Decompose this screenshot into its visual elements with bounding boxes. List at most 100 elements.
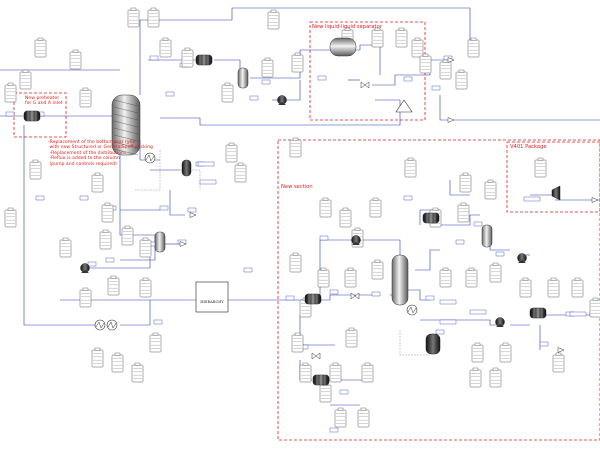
stream-tag-23[interactable] <box>329 289 339 295</box>
cooler-1[interactable] <box>94 319 106 331</box>
pump-2[interactable] <box>277 95 287 106</box>
stream-tag-26[interactable] <box>403 195 413 201</box>
outlet-arrow-6[interactable] <box>591 197 599 203</box>
readout-frame <box>159 39 172 58</box>
valve-2[interactable] <box>350 292 360 300</box>
unit-tag-3[interactable] <box>523 196 541 202</box>
heat-exchanger-6[interactable] <box>529 307 547 319</box>
stream-readout-59 <box>552 352 565 373</box>
vertical-vessel-2[interactable] <box>237 67 249 89</box>
stream-tag-6[interactable] <box>249 95 259 101</box>
unit-tag-4[interactable] <box>439 299 457 305</box>
stream-tag-3[interactable] <box>149 55 159 61</box>
stream-tag-36[interactable] <box>329 427 339 433</box>
stream-27[interactable] <box>415 249 440 271</box>
stream-tag-28[interactable] <box>473 221 483 227</box>
stream-tag-11[interactable] <box>431 85 441 91</box>
stream-tag-1[interactable] <box>5 111 15 117</box>
stream-tag-13[interactable] <box>79 195 89 201</box>
outlet-arrow-3[interactable] <box>189 212 197 218</box>
stream-32[interactable] <box>440 214 480 226</box>
stream-tag-35[interactable] <box>339 389 349 395</box>
outlet-arrow-4[interactable] <box>179 241 187 247</box>
heat-exchanger-5[interactable] <box>422 212 440 224</box>
cooler-2[interactable] <box>106 319 118 331</box>
stream-29[interactable] <box>420 319 500 326</box>
stream-tag-38[interactable] <box>187 207 197 213</box>
stream-tag-22[interactable] <box>285 295 295 301</box>
stream-13[interactable] <box>272 80 301 101</box>
vertical-vessel-1[interactable] <box>154 231 166 253</box>
unit-tag-1[interactable] <box>197 161 215 167</box>
readout-frame <box>99 231 112 250</box>
valve-3[interactable] <box>311 352 321 360</box>
drum-vessel[interactable] <box>425 333 441 355</box>
stream-tag-19[interactable] <box>153 319 163 325</box>
vertical-vessel-3[interactable] <box>481 224 493 248</box>
valve-1[interactable] <box>360 81 370 89</box>
heat-exchanger-4[interactable] <box>312 374 330 386</box>
stream-tag-20[interactable] <box>243 267 253 273</box>
stream-tag-18[interactable] <box>35 195 45 201</box>
heat-exchanger-1[interactable] <box>23 110 41 122</box>
stream-14[interactable] <box>160 100 401 126</box>
stream-7[interactable] <box>214 59 241 75</box>
heat-exchanger-3[interactable] <box>304 293 322 305</box>
unit-tag-2[interactable] <box>199 179 217 185</box>
readout-frame <box>139 279 152 298</box>
outlet-arrow-1[interactable] <box>447 57 455 63</box>
unit-tag-7[interactable] <box>569 311 587 317</box>
stream-5[interactable] <box>139 7 471 95</box>
pump-5[interactable] <box>495 317 505 328</box>
unit-tag-5[interactable] <box>439 319 457 325</box>
liquid-separator-vessel[interactable] <box>329 37 357 57</box>
stream-tag-21[interactable] <box>319 235 329 241</box>
stream-tag-17[interactable] <box>105 257 115 263</box>
pump-1[interactable] <box>80 263 90 274</box>
stream-36[interactable] <box>299 315 335 346</box>
stream-tag-27[interactable] <box>455 239 465 245</box>
hierarchy-block[interactable] <box>195 281 229 313</box>
cooler-zigzag <box>407 306 417 314</box>
pump-3[interactable] <box>351 235 361 246</box>
new-section-frame <box>277 139 600 441</box>
new-column[interactable] <box>391 254 409 306</box>
stream-18[interactable] <box>90 255 151 269</box>
readout-handle <box>502 342 509 346</box>
stream-tag-15[interactable] <box>159 205 169 211</box>
stream-tag-32[interactable] <box>539 341 549 347</box>
splitter-triangle[interactable] <box>395 99 413 113</box>
stream-tag-8[interactable] <box>317 75 327 81</box>
cooler-4[interactable] <box>406 304 418 316</box>
stream-readout-62 <box>361 362 374 383</box>
stream-44[interactable] <box>439 95 600 121</box>
stream-tag-4[interactable] <box>165 91 175 97</box>
outlet-arrow-2[interactable] <box>447 117 455 123</box>
stream-tag-24[interactable] <box>371 291 381 297</box>
stream-tag-7[interactable] <box>261 79 271 85</box>
vertical-vessel-4[interactable] <box>181 159 192 177</box>
readout-frame <box>149 334 162 353</box>
unit-tag-6[interactable] <box>469 309 487 315</box>
stream-tag-10[interactable] <box>403 76 413 82</box>
readout-handle <box>537 157 544 161</box>
stream-tag-29[interactable] <box>495 251 505 257</box>
stream-33[interactable] <box>489 235 510 251</box>
column-packing-line <box>113 148 139 156</box>
stream-19[interactable] <box>23 125 100 326</box>
stream-47[interactable] <box>169 190 185 216</box>
outlet-arrow-5[interactable] <box>557 347 565 353</box>
stream-11[interactable] <box>372 59 450 86</box>
stream-tag-16[interactable] <box>87 261 97 267</box>
pump-4[interactable] <box>517 253 527 264</box>
readout-handle <box>62 237 69 241</box>
cooler-3[interactable] <box>144 152 156 164</box>
stream-24[interactable] <box>320 294 380 301</box>
stream-43[interactable] <box>449 180 470 196</box>
package-compressor[interactable] <box>551 185 561 201</box>
stream-tag-25[interactable] <box>425 295 435 301</box>
heat-exchanger-2[interactable] <box>195 54 213 66</box>
stream-26[interactable] <box>405 289 430 301</box>
stream-tag-33[interactable] <box>435 329 445 335</box>
distillation-column[interactable] <box>111 94 141 156</box>
